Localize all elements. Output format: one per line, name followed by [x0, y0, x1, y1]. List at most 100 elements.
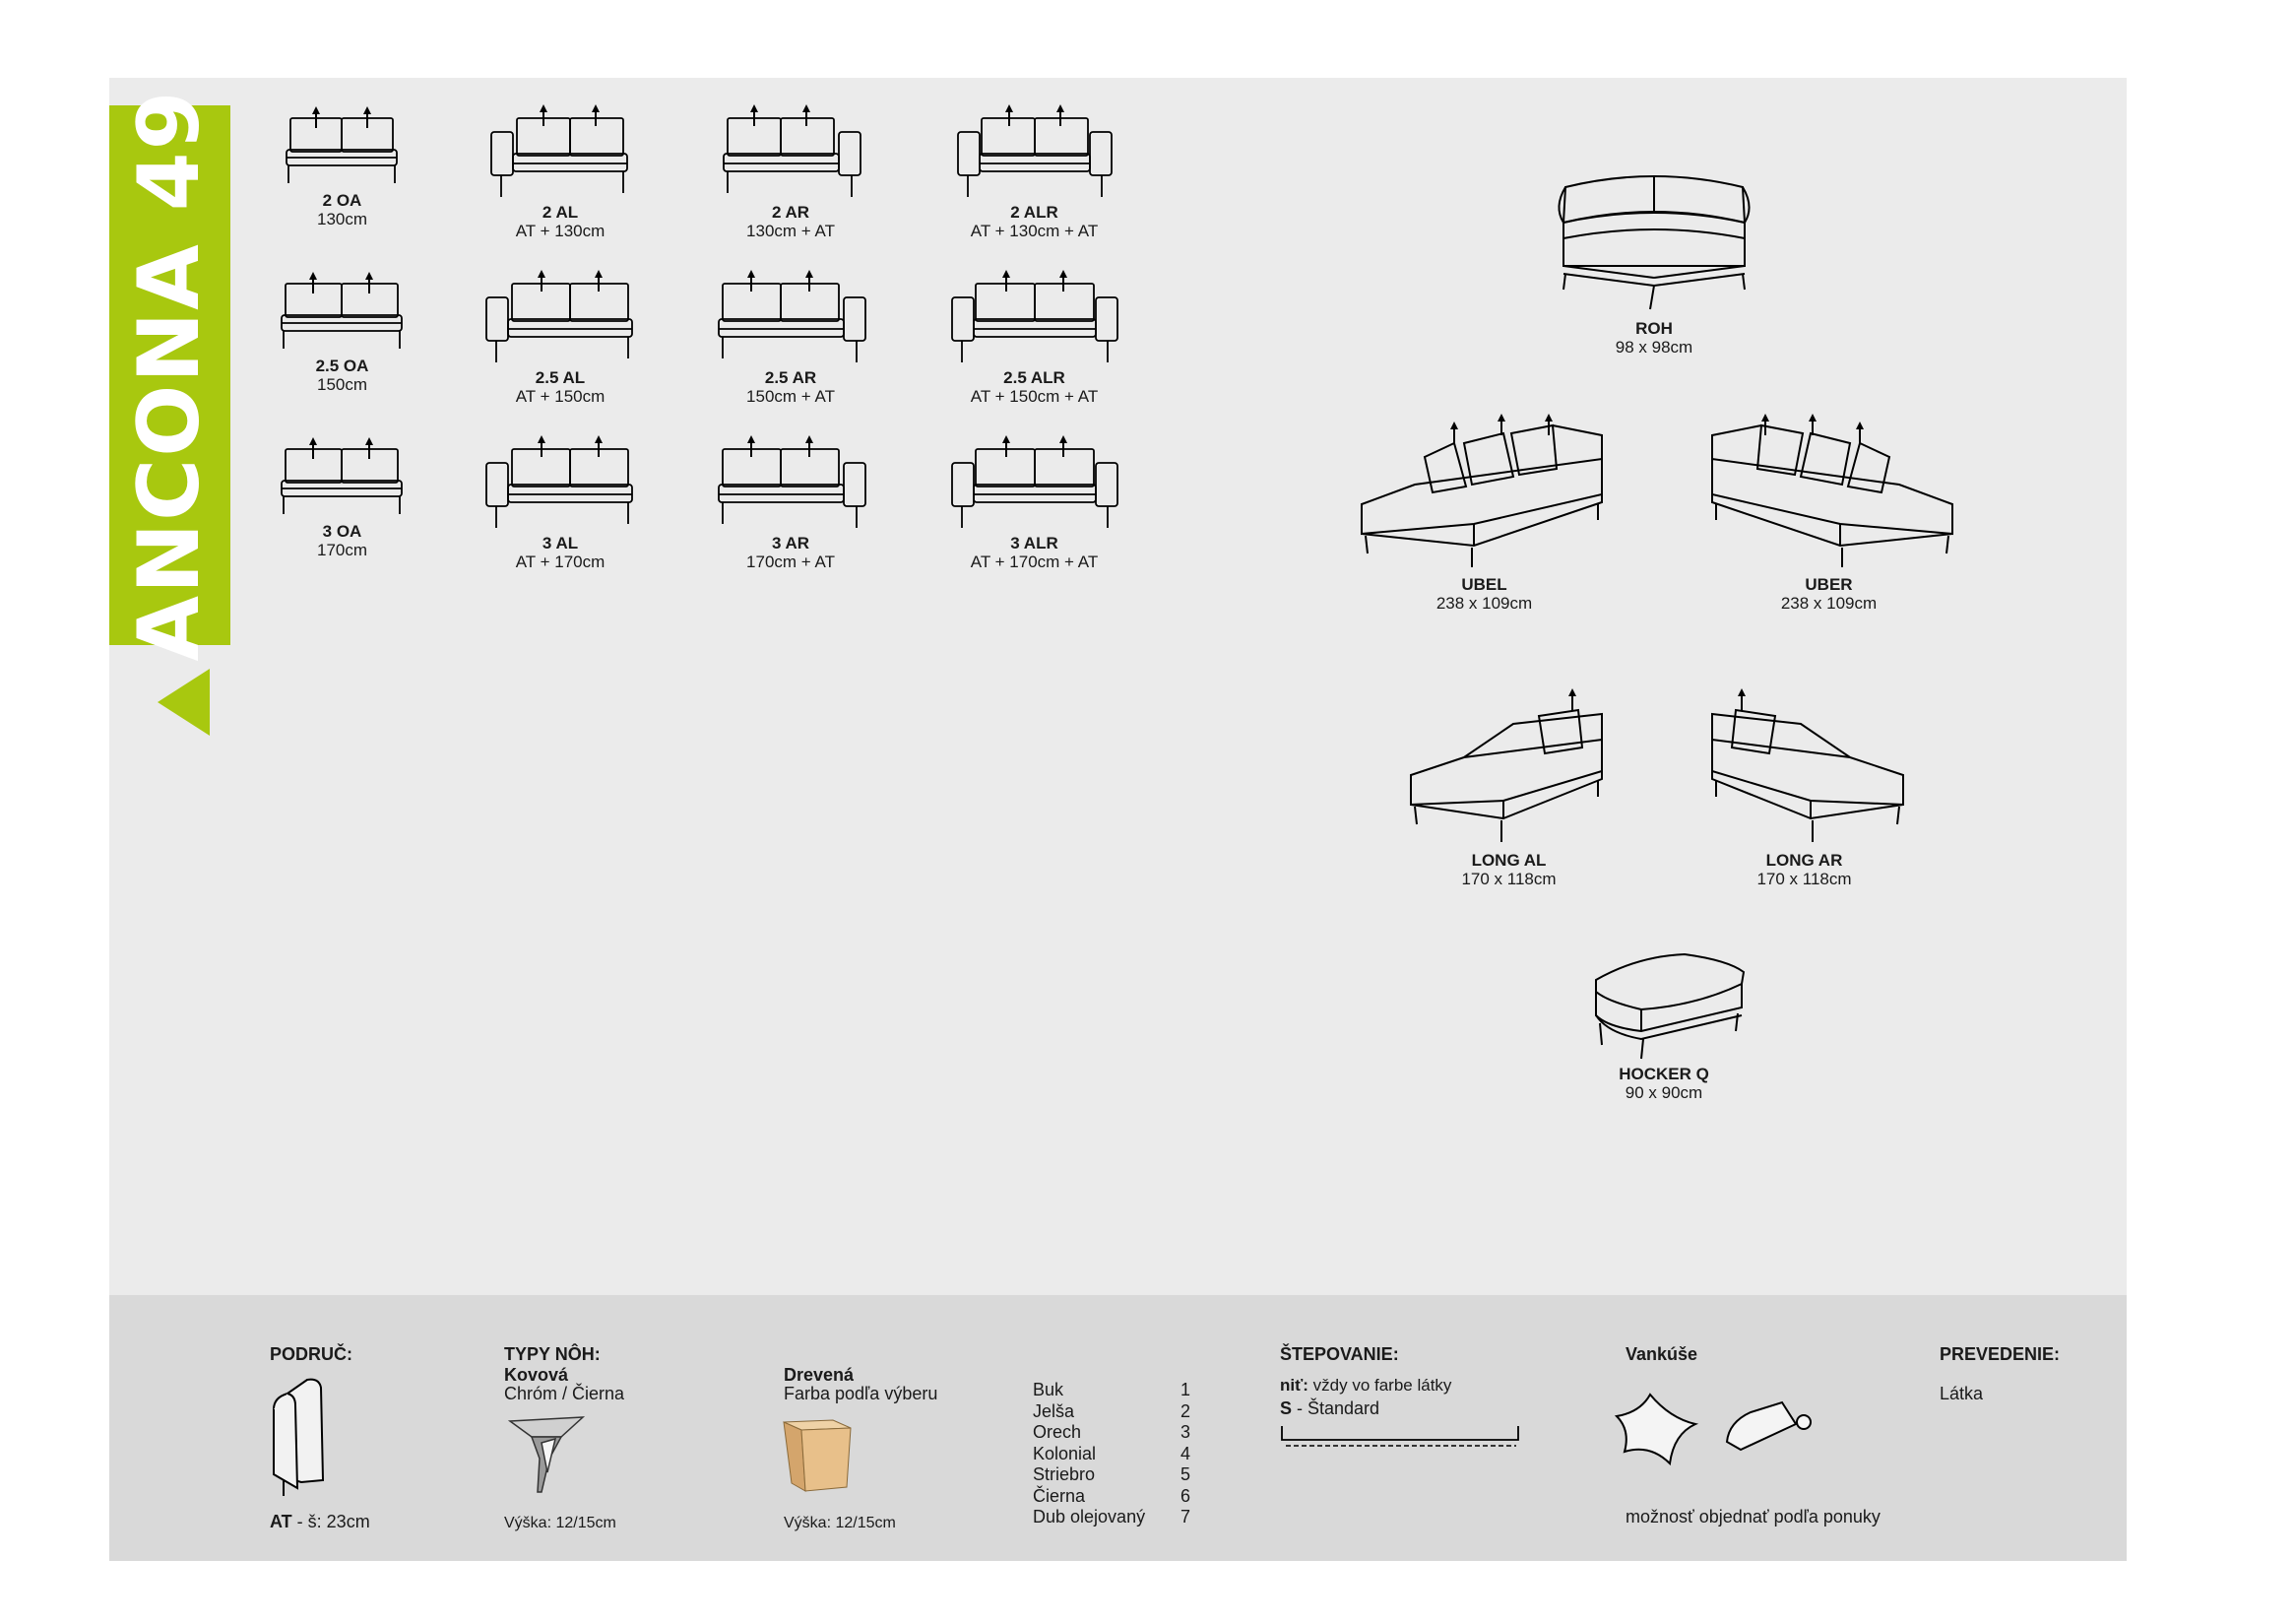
- module-long-al[interactable]: LONG AL 170 x 118cm: [1403, 684, 1615, 888]
- module-dim: 90 x 90cm: [1625, 1083, 1703, 1102]
- cushions-note: možnosť objednať podľa ponuky: [1626, 1507, 1881, 1527]
- module-code: 2 AL: [542, 203, 579, 222]
- module-dim: 170 x 118cm: [1461, 870, 1557, 888]
- brand-title: ANCONA 49: [120, 89, 219, 662]
- armrest-icon: [273, 1378, 325, 1496]
- sofa-right-arm-icon: [717, 434, 866, 528]
- module-dim: AT + 150cm + AT: [970, 387, 1099, 406]
- module-dim: AT + 170cm + AT: [970, 552, 1099, 571]
- legs-title: TYPY NÔH:: [504, 1344, 601, 1364]
- module-3-oa[interactable]: 3 OA 170cm: [271, 433, 414, 559]
- module-code: 3 AL: [542, 534, 579, 552]
- stitch-line-icon: [1281, 1426, 1519, 1447]
- module-code: UBEL: [1461, 575, 1507, 594]
- wood-subtitle: Farba podľa výberu: [784, 1384, 938, 1403]
- finish-value: Látka: [1940, 1384, 1984, 1403]
- module-code: UBER: [1805, 575, 1853, 594]
- module-code: 3 AR: [771, 534, 810, 552]
- module-code: 2.5 ALR: [1003, 368, 1065, 387]
- module-dim: 170cm + AT: [746, 552, 835, 571]
- module-3-ar[interactable]: 3 AR 170cm + AT: [712, 433, 869, 571]
- stitching-title: ŠTEPOVANIE:: [1280, 1344, 1399, 1364]
- sofa-both-arms-icon: [950, 269, 1118, 362]
- module-dim: 238 x 109cm: [1780, 594, 1878, 613]
- module-2-ar[interactable]: 2 AR 130cm + AT: [717, 102, 864, 240]
- sofa-left-arm-icon: [484, 269, 633, 362]
- module-code: 2.5 OA: [315, 357, 369, 375]
- module-hocker-q[interactable]: HOCKER Q 90 x 90cm: [1575, 950, 1753, 1102]
- module-code: LONG AR: [1765, 851, 1843, 870]
- module-code: LONG AL: [1471, 851, 1547, 870]
- module-2-alr[interactable]: 2 ALR AT + 130cm + AT: [953, 102, 1116, 240]
- module-dim: 238 x 109cm: [1435, 594, 1533, 613]
- sofa-left-arm-icon: [489, 103, 628, 197]
- module-2-oa[interactable]: 2 OA 130cm: [276, 102, 409, 228]
- wood-title: Drevená: [784, 1365, 855, 1385]
- sofa-left-arm-icon: [484, 434, 633, 528]
- module-dim: 170cm: [316, 541, 368, 559]
- module-code: HOCKER Q: [1619, 1065, 1709, 1083]
- cushions-title: Vankúše: [1626, 1344, 1698, 1364]
- armrest-spec: AT - š: 23cm: [270, 1512, 370, 1532]
- module-2-5-alr[interactable]: 2.5 ALR AT + 150cm + AT: [948, 268, 1120, 406]
- thread-text: vždy vo farbe látky: [1307, 1376, 1452, 1395]
- module-uber[interactable]: UBER 238 x 109cm: [1698, 414, 1959, 613]
- armrest-width: - š: 23cm: [291, 1512, 370, 1531]
- module-2-al[interactable]: 2 AL AT + 130cm: [486, 102, 634, 240]
- armrest-title: PODRUČ:: [270, 1344, 352, 1364]
- thread-label: niť:: [1280, 1376, 1308, 1395]
- module-3-al[interactable]: 3 AL AT + 170cm: [481, 433, 639, 571]
- standard-label: S: [1280, 1398, 1293, 1418]
- pillow-icon: [1614, 1393, 1699, 1466]
- module-code: ROH: [1635, 319, 1673, 338]
- legs-height: Výška: 12/15cm: [504, 1515, 616, 1531]
- module-roh[interactable]: ROH 98 x 98cm: [1541, 167, 1767, 357]
- sofa-both-arms-icon: [956, 103, 1113, 197]
- module-code: 3 ALR: [1010, 534, 1058, 552]
- long-chaise-left-icon: [1409, 687, 1603, 842]
- metal-leg-icon: [507, 1416, 586, 1493]
- module-long-ar[interactable]: LONG AR 170 x 118cm: [1698, 684, 1910, 888]
- stitching-thread: niť: vždy vo farbe látky: [1280, 1376, 1451, 1396]
- module-code: 2 OA: [322, 191, 362, 210]
- sofa-no-arm-icon: [281, 436, 403, 514]
- module-3-alr[interactable]: 3 ALR AT + 170cm + AT: [948, 433, 1120, 571]
- module-code: 2.5 AL: [535, 368, 586, 387]
- sofa-no-arm-icon: [286, 105, 398, 183]
- legs-type: Kovová: [504, 1365, 569, 1385]
- wood-height: Výška: 12/15cm: [784, 1515, 896, 1531]
- chaise-right-icon: [1710, 414, 1953, 567]
- module-code: 3 OA: [322, 522, 362, 541]
- module-code: 2 AR: [771, 203, 810, 222]
- module-dim: 130cm + AT: [746, 222, 835, 240]
- armrest-code: AT: [270, 1512, 292, 1531]
- back-arrow-icon[interactable]: [158, 669, 210, 736]
- sofa-right-arm-icon: [717, 269, 866, 362]
- module-dim: 150cm: [316, 375, 368, 394]
- module-dim: AT + 170cm: [515, 552, 606, 571]
- finish-title: PREVEDENIE:: [1940, 1344, 2061, 1364]
- module-code: 2 ALR: [1010, 203, 1058, 222]
- module-ubel[interactable]: UBEL 238 x 109cm: [1354, 414, 1615, 613]
- module-dim: 150cm + AT: [746, 387, 835, 406]
- module-2-5-oa[interactable]: 2.5 OA 150cm: [271, 268, 414, 394]
- module-dim: 130cm: [316, 210, 368, 228]
- module-2-5-al[interactable]: 2.5 AL AT + 150cm: [481, 268, 639, 406]
- module-dim: 98 x 98cm: [1615, 338, 1693, 357]
- module-dim: AT + 150cm: [515, 387, 606, 406]
- module-code: 2.5 AR: [764, 368, 817, 387]
- module-2-5-ar[interactable]: 2.5 AR 150cm + AT: [712, 268, 869, 406]
- wood-leg-icon: [783, 1419, 852, 1492]
- module-dim: AT + 130cm + AT: [970, 222, 1099, 240]
- standard-text: - Štandard: [1292, 1398, 1380, 1418]
- chaise-left-icon: [1360, 414, 1603, 567]
- sofa-no-arm-icon: [281, 271, 403, 349]
